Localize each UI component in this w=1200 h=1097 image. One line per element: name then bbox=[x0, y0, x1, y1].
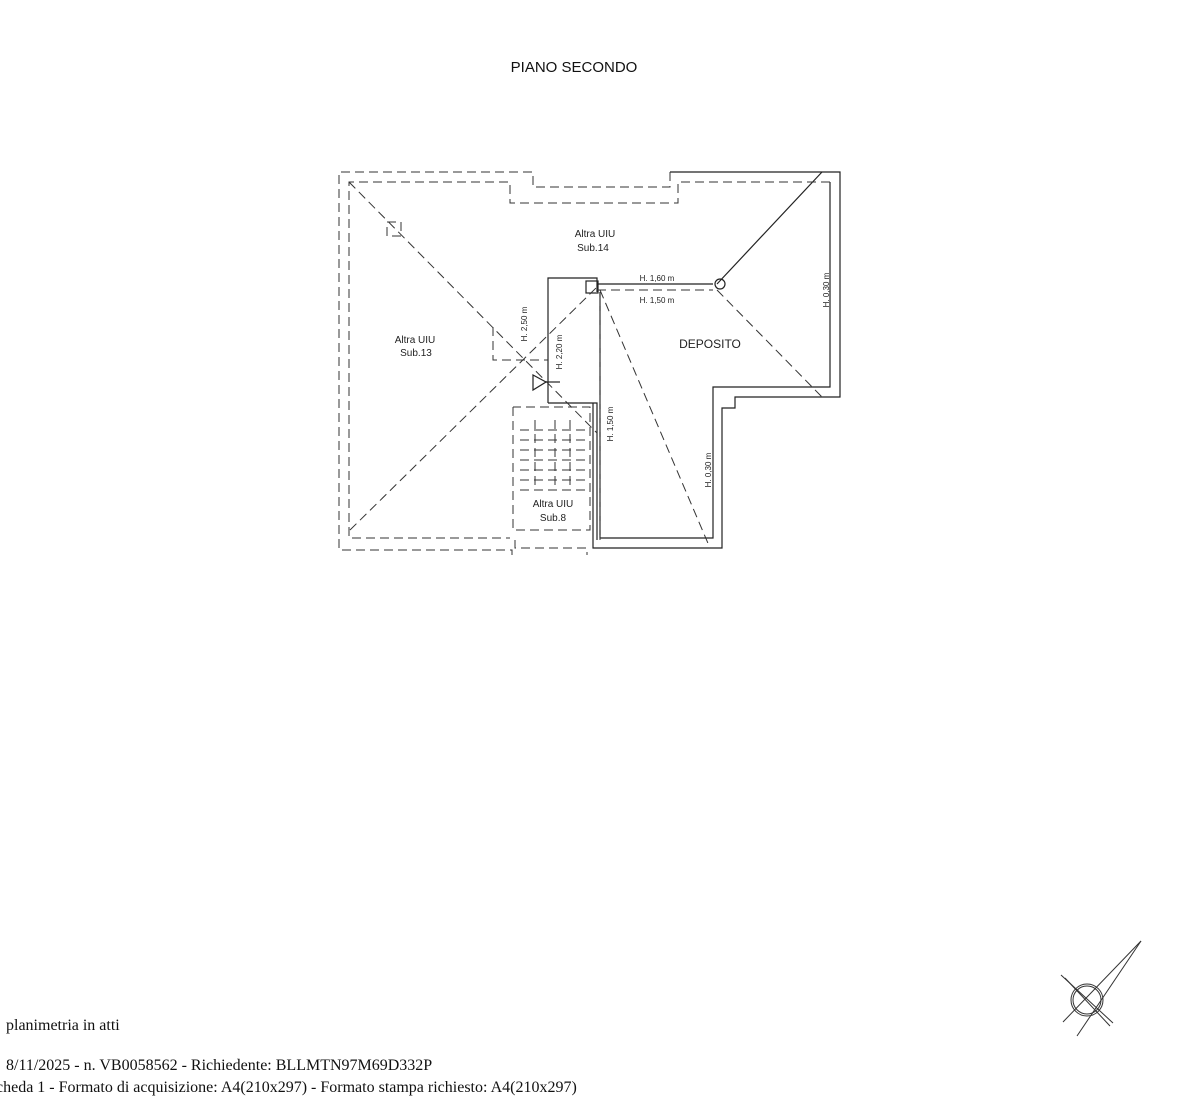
height-label: H. 1,60 m bbox=[640, 274, 675, 283]
height-label: H. 2,50 m bbox=[520, 306, 529, 341]
footer-line-1: planimetria in atti bbox=[6, 1017, 120, 1034]
column-marker bbox=[585, 280, 599, 294]
inner-wall bbox=[599, 182, 831, 539]
room-sub14-name: Altra UIU bbox=[575, 229, 616, 240]
stair-wall bbox=[547, 277, 598, 403]
room-deposito: DEPOSITO bbox=[679, 337, 741, 351]
arrow-marker bbox=[532, 373, 548, 392]
height-label: H. 2,20 m bbox=[555, 334, 564, 369]
column-marker bbox=[714, 278, 726, 290]
compass bbox=[1060, 940, 1142, 1037]
roof-outline-inner bbox=[348, 181, 830, 539]
room-sub8-name: Altra UIU bbox=[533, 499, 574, 510]
roof-outline bbox=[338, 171, 671, 555]
room-sub13-sub: Sub.13 bbox=[400, 348, 432, 359]
height-label: H. 1,50 m bbox=[640, 296, 675, 305]
stair-wall-inner bbox=[548, 402, 598, 540]
hip-line bbox=[716, 171, 823, 285]
height-label: H. 0,30 m bbox=[704, 452, 713, 487]
stairs bbox=[520, 420, 585, 491]
room-sub8-sub: Sub.8 bbox=[540, 513, 567, 524]
height-label: H. 1,50 m bbox=[606, 406, 615, 441]
height-label: H. 0,30 m bbox=[822, 272, 831, 307]
room-sub14-sub: Sub.14 bbox=[577, 243, 609, 254]
footer-line-3: cheda 1 - Formato di acquisizione: A4(21… bbox=[0, 1079, 577, 1096]
outer-wall bbox=[592, 171, 841, 549]
footer-line-2: 8/11/2025 - n. VB0058562 - Richiedente: … bbox=[6, 1057, 433, 1074]
plan-title: PIANO SECONDO bbox=[510, 59, 638, 76]
room-sub13-name: Altra UIU bbox=[395, 335, 436, 346]
